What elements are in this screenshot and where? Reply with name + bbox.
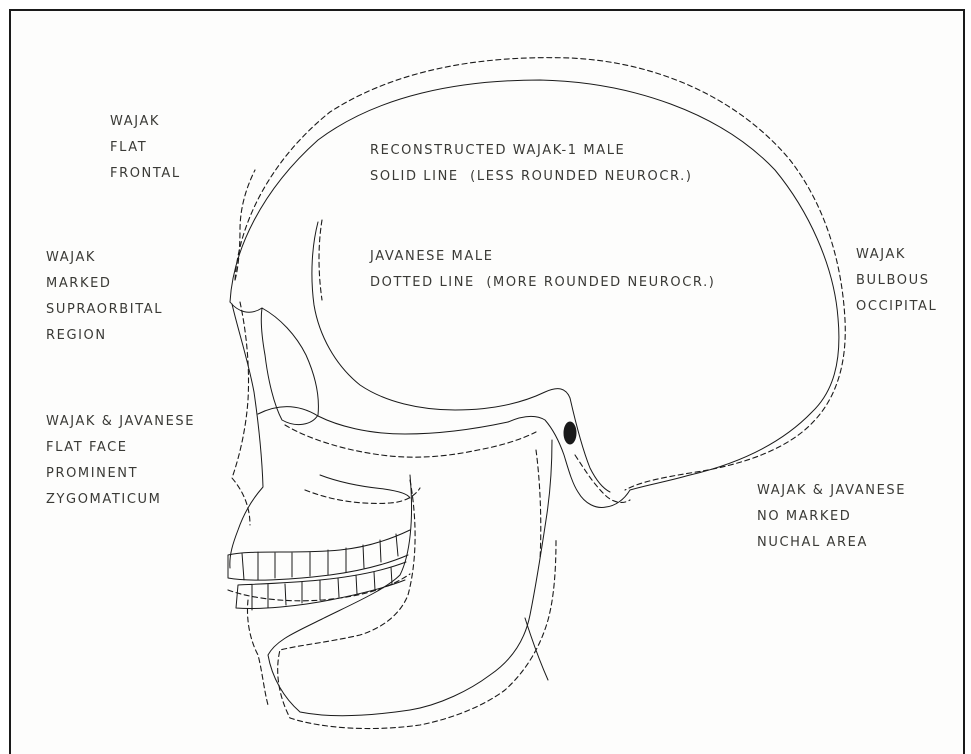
javanese-zygomatic <box>285 425 536 457</box>
label-line: JAVANESE MALE <box>370 244 715 270</box>
label-nuchal-area: WAJAK & JAVANESE NO MARKED NUCHAL AREA <box>757 478 906 556</box>
label-line: WAJAK <box>46 245 163 271</box>
label-line: FRONTAL <box>110 161 181 187</box>
label-line: DOTTED LINE (MORE ROUNDED NEUROCR.) <box>370 270 715 296</box>
label-line: FLAT FACE <box>46 435 195 461</box>
label-line: OCCIPITAL <box>856 294 937 320</box>
javanese-chin <box>247 600 268 705</box>
label-line: WAJAK & JAVANESE <box>757 478 906 504</box>
javanese-face-profile <box>232 302 250 525</box>
wajak-brow-ridge <box>230 302 262 312</box>
label-line: WAJAK <box>856 242 937 268</box>
label-line: RECONSTRUCTED WAJAK-1 MALE <box>370 138 693 164</box>
javanese-zygoma-lower <box>305 488 420 503</box>
javanese-mandible <box>278 480 556 729</box>
javanese-temporal-ridge <box>319 220 322 300</box>
label-line: REGION <box>46 323 163 349</box>
label-line: WAJAK <box>110 109 181 135</box>
ear-canal <box>564 422 576 444</box>
label-wajak-flat-frontal: WAJAK FLAT FRONTAL <box>110 109 181 187</box>
wajak-nasal-bone <box>320 475 410 498</box>
label-line: NUCHAL AREA <box>757 530 906 556</box>
javanese-mastoid <box>575 455 630 502</box>
label-line: PROMINENT <box>46 461 195 487</box>
wajak-zygomatic-arch <box>258 407 508 434</box>
label-wajak-occipital: WAJAK BULBOUS OCCIPITAL <box>856 242 937 320</box>
javanese-dental-arch <box>228 574 410 601</box>
label-flat-face: WAJAK & JAVANESE FLAT FACE PROMINENT ZYG… <box>46 409 195 513</box>
label-reconstructed-wajak: RECONSTRUCTED WAJAK-1 MALE SOLID LINE (L… <box>370 138 693 190</box>
label-line: SOLID LINE (LESS ROUNDED NEUROCR.) <box>370 164 693 190</box>
label-line: BULBOUS <box>856 268 937 294</box>
label-javanese-male: JAVANESE MALE DOTTED LINE (MORE ROUNDED … <box>370 244 715 296</box>
label-line: NO MARKED <box>757 504 906 530</box>
label-line: WAJAK & JAVANESE <box>46 409 195 435</box>
label-line: ZYGOMATICUM <box>46 487 195 513</box>
label-wajak-supraorbital: WAJAK MARKED SUPRAORBITAL REGION <box>46 245 163 349</box>
javanese-ramus <box>536 450 541 560</box>
label-line: MARKED <box>46 271 163 297</box>
lower-tooth-row <box>236 562 406 610</box>
label-line: SUPRAORBITAL <box>46 297 163 323</box>
upper-tooth-row <box>228 530 410 580</box>
label-line: FLAT <box>110 135 181 161</box>
